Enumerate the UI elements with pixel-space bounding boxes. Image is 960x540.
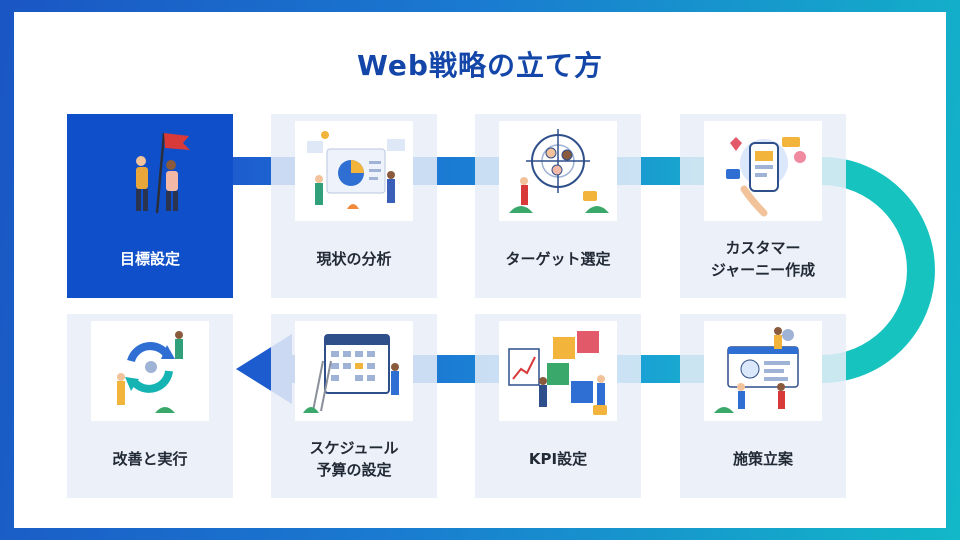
page-title: Web戦略の立て方 xyxy=(357,49,603,82)
step-card-target: ターゲット選定 xyxy=(475,114,641,298)
step-card-planning: 施策立案 xyxy=(680,314,846,498)
step-card-kpi: KPI設定 xyxy=(475,314,641,498)
improvement-cycle-icon xyxy=(91,321,209,421)
step-card-improve: 改善と実行 xyxy=(67,314,233,498)
step-label: ターゲット選定 xyxy=(505,250,611,269)
step-card-schedule: スケジュール 予算の設定 xyxy=(271,314,437,498)
step-label: 施策立案 xyxy=(732,450,793,469)
target-audience-icon xyxy=(499,121,617,221)
step-card-goal: 目標設定 xyxy=(67,114,233,298)
step-label: 目標設定 xyxy=(119,250,180,269)
step-label: スケジュール 予算の設定 xyxy=(309,439,399,479)
step-label: 現状の分析 xyxy=(316,250,392,269)
step-label: 改善と実行 xyxy=(112,450,188,469)
analysis-dashboard-icon xyxy=(295,121,413,221)
flow-uturn xyxy=(822,157,935,383)
schedule-calendar-icon xyxy=(295,321,413,421)
step-label: KPI設定 xyxy=(528,450,588,469)
kpi-blocks-icon xyxy=(499,321,617,421)
step-card-analysis: 現状の分析 xyxy=(271,114,437,298)
step-card-journey: カスタマー ジャーニー作成 xyxy=(680,114,846,298)
step-label: カスタマー ジャーニー作成 xyxy=(710,239,816,279)
customer-journey-icon xyxy=(704,121,822,221)
strategy-planning-icon xyxy=(704,321,822,421)
team-flag-icon xyxy=(91,121,209,221)
